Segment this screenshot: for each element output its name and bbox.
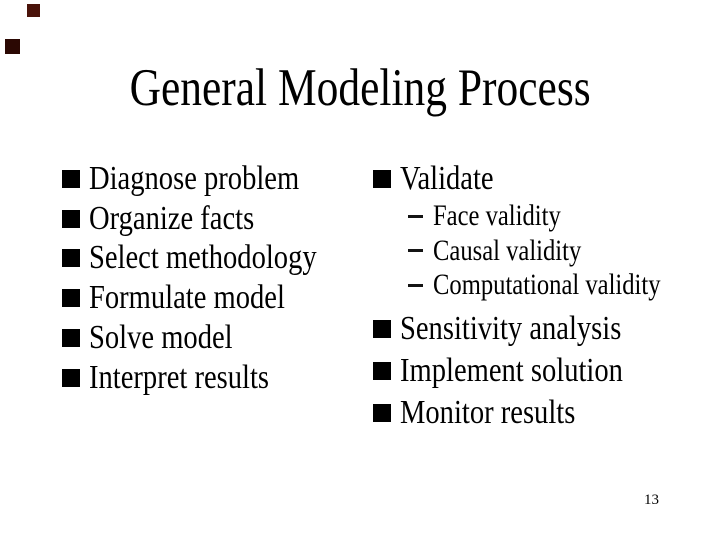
list-item-label: Diagnose problem: [89, 159, 300, 197]
sub-list-item: Computational validity: [373, 268, 710, 303]
bullet-square-icon: [373, 403, 391, 422]
sub-list-item: Causal validity: [373, 234, 710, 269]
bullet-square-icon: [62, 209, 80, 228]
sub-list-item-label: Face validity: [433, 199, 561, 233]
list-item: Diagnose problem: [62, 159, 360, 199]
list-item: Organize facts: [62, 199, 360, 239]
bullet-square-icon: [62, 289, 80, 308]
right-bullet-list: Validate Face validity Causal validity C…: [373, 159, 710, 434]
list-item-label: Monitor results: [400, 393, 576, 431]
list-item: Validate: [373, 159, 710, 199]
bullet-square-icon: [62, 368, 80, 387]
dash-icon: [408, 283, 423, 287]
page-title-text: General Modeling Process: [129, 59, 591, 117]
list-item-label: Interpret results: [89, 358, 270, 396]
list-item: Select methodology: [62, 239, 360, 279]
list-item-label: Solve model: [89, 319, 233, 357]
dash-icon: [408, 214, 423, 218]
list-item-label: Sensitivity analysis: [400, 309, 622, 347]
list-item: Monitor results: [373, 392, 710, 434]
bullet-square-icon: [62, 169, 80, 188]
list-item: Solve model: [62, 318, 360, 358]
sub-list-item-label: Computational validity: [433, 268, 661, 302]
list-item-label: Select methodology: [89, 239, 317, 277]
bullet-square-icon: [373, 170, 391, 188]
bullet-square-icon: [373, 319, 391, 338]
list-item: Formulate model: [62, 278, 360, 318]
list-item: Sensitivity analysis: [373, 308, 710, 350]
page-title: General Modeling Process: [0, 62, 720, 115]
bullet-square-icon: [62, 249, 80, 268]
page-number: 13: [644, 492, 659, 508]
corner-decor-square-top: [27, 4, 40, 17]
sub-list-item: Face validity: [373, 199, 710, 234]
list-item-label: Organize facts: [89, 199, 255, 237]
sub-list-item-label: Causal validity: [433, 233, 582, 267]
list-item: Interpret results: [62, 358, 360, 398]
corner-decor-square-bottom: [5, 39, 20, 54]
bullet-square-icon: [62, 329, 80, 348]
left-bullet-list: Diagnose problem Organize facts Select m…: [62, 159, 360, 398]
list-item: Implement solution: [373, 350, 710, 392]
list-item-label: Implement solution: [400, 351, 623, 389]
list-item-label: Formulate model: [89, 279, 285, 317]
bullet-square-icon: [373, 361, 391, 380]
list-item-label: Validate: [400, 160, 494, 197]
dash-icon: [408, 249, 423, 253]
